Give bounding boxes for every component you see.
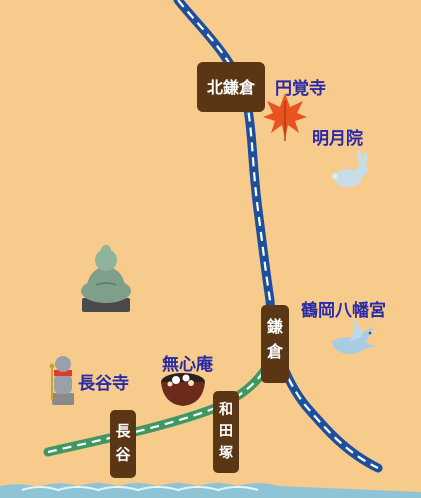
enoden-line bbox=[43, 345, 281, 457]
place-label-hasedera: 長谷寺 bbox=[78, 373, 129, 394]
station-kitakamakura[interactable]: 北鎌倉 bbox=[197, 62, 265, 112]
station-label-wadazuka: 和田塚 bbox=[219, 402, 233, 461]
place-label-meigetsuin: 明月院 bbox=[312, 128, 363, 149]
dove-icon bbox=[332, 319, 376, 354]
sea bbox=[0, 483, 421, 498]
place-label-engakuji: 円覚寺 bbox=[275, 78, 326, 99]
great-buddha-icon bbox=[81, 245, 131, 312]
station-label-hase: 長谷 bbox=[115, 422, 131, 463]
jizo-statue-icon bbox=[49, 356, 74, 405]
maple-leaf-icon bbox=[263, 93, 307, 141]
rabbit-icon bbox=[332, 150, 368, 187]
station-hase[interactable]: 長谷 bbox=[110, 410, 136, 478]
place-label-tsurugaoka: 鶴岡八幡宮 bbox=[301, 300, 386, 321]
station-kamakura[interactable]: 鎌倉 bbox=[261, 305, 289, 383]
station-label-kitakamakura: 北鎌倉 bbox=[207, 78, 256, 97]
station-label-kamakura: 鎌倉 bbox=[266, 317, 284, 361]
anmitsu-bowl-icon bbox=[161, 373, 205, 406]
station-wadazuka[interactable]: 和田塚 bbox=[213, 391, 239, 473]
place-label-mushinan: 無心庵 bbox=[162, 354, 213, 375]
